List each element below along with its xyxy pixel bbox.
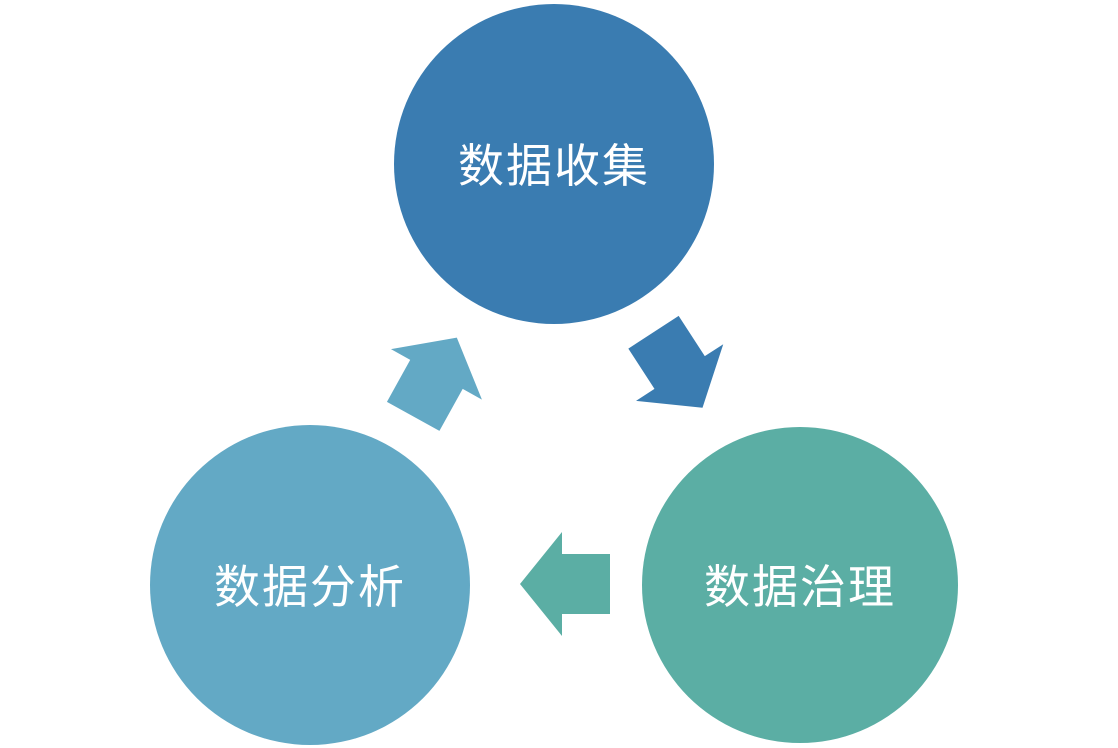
data-analysis-label: 数据分析	[214, 561, 406, 613]
node-data-collection: 数据收集	[394, 4, 714, 324]
node-data-analysis: 数据分析	[150, 425, 470, 745]
node-data-governance: 数据治理	[642, 427, 958, 743]
data-collection-circle	[394, 4, 714, 324]
arrow-governance-to-analysis-icon	[520, 532, 610, 636]
data-collection-label: 数据收集	[458, 140, 650, 192]
data-governance-circle	[642, 427, 958, 743]
data-governance-label: 数据治理	[704, 561, 896, 613]
data-analysis-circle	[150, 425, 470, 745]
arrow-analysis-to-collection-icon	[386, 337, 482, 431]
arrow-collection-to-governance-icon	[628, 315, 724, 408]
